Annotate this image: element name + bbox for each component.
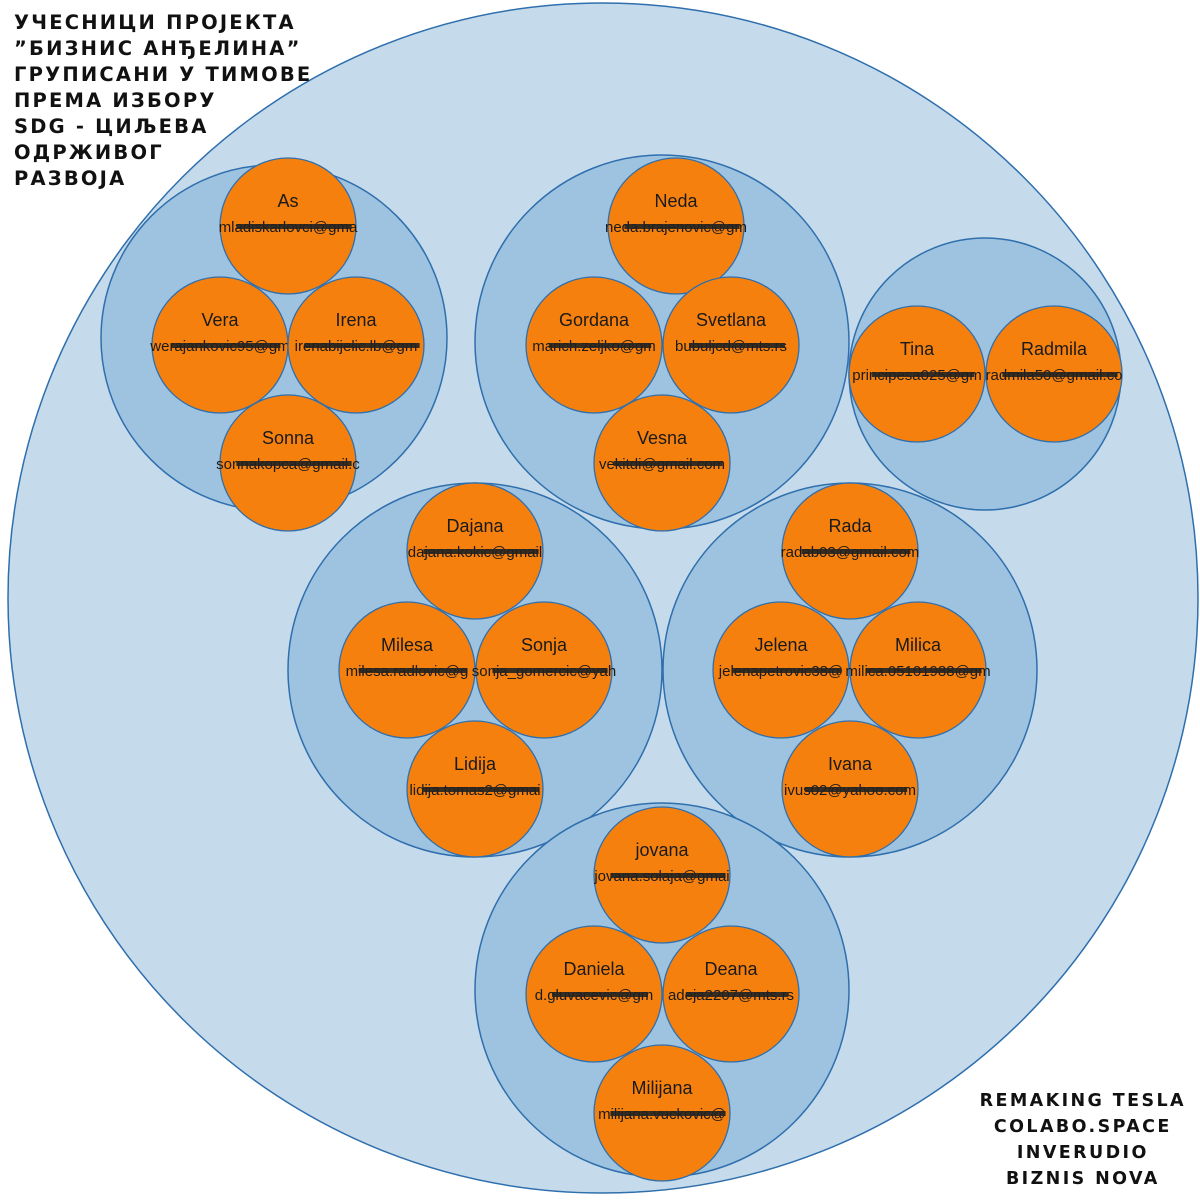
email-redaction-bar — [552, 992, 648, 997]
participant: Verawerajankovic95@gm — [149, 276, 290, 414]
participant-name: Rada — [828, 516, 872, 536]
email-redaction-bar — [610, 873, 726, 878]
participant: Milicamilica.05101988@gm — [845, 601, 991, 739]
email-redaction-bar — [610, 1111, 726, 1116]
credit-line: REMAKING TESLA — [979, 1091, 1186, 1111]
participant: Tinaprincipesa025@gm — [848, 305, 986, 443]
participant: Sonnasonnakopca@gmail.c — [216, 394, 360, 532]
participant: Jelenajelenapetrovic38@ — [712, 601, 850, 739]
participant-name: Neda — [654, 191, 698, 211]
participant: Sonjasonja_gomercic@yah — [472, 601, 616, 739]
participant: Radmilaradmila50@gmail.co — [985, 305, 1123, 443]
title-line: РАЗВОЈА — [14, 167, 127, 190]
email-redaction-bar — [801, 549, 911, 554]
credits-block: REMAKING TESLA COLABO.SPACE INVERUDIO BI… — [980, 1088, 1186, 1192]
participant: Ivanaivus02@yahoo.com — [781, 720, 919, 858]
email-redaction-bar — [866, 668, 982, 673]
participant: jovanajovana.solaja@gmai — [593, 806, 731, 944]
email-redaction-bar — [171, 343, 281, 348]
credit-line: COLABO.SPACE — [993, 1117, 1172, 1137]
title-line: ОДРЖИВОГ — [14, 141, 164, 164]
participant-name: Gordana — [559, 310, 630, 330]
participant-name: Milijana — [631, 1078, 693, 1098]
participant-name: Dajana — [446, 516, 504, 536]
participant: Milijanamilijana.vuckovic@ — [593, 1044, 731, 1182]
credit-line: INVERUDIO — [1016, 1143, 1149, 1163]
email-redaction-bar — [732, 668, 842, 673]
participant-name: Ivana — [828, 754, 873, 774]
participant: Asmladiskarlovci@gma — [219, 157, 358, 295]
participant-name: Daniela — [563, 959, 625, 979]
email-redaction-bar — [804, 787, 908, 792]
email-redaction-bar — [1002, 372, 1118, 377]
participant: Deanaadeja2207@mts.rs — [662, 925, 800, 1063]
participant: Milesamilesa.radlovic@g — [338, 601, 476, 739]
email-redaction-bar — [624, 224, 740, 229]
email-redaction-bar — [871, 372, 975, 377]
participant: Radaradab03@gmail.com — [781, 482, 919, 620]
participant-name: Milica — [895, 635, 942, 655]
participant-name: Sonja — [521, 635, 568, 655]
email-redaction-bar — [685, 992, 789, 997]
title-line: ГРУПИСАНИ У ТИМОВЕ — [14, 63, 313, 86]
participant-name: Deana — [704, 959, 758, 979]
participant-name: Vera — [201, 310, 239, 330]
email-redaction-bar — [613, 461, 723, 466]
title-line: ПРЕМА ИЗБОРУ — [14, 89, 217, 112]
participant-name: jovana — [634, 840, 689, 860]
email-redaction-bar — [548, 343, 652, 348]
email-redaction-bar — [492, 668, 608, 673]
email-redaction-bar — [423, 549, 539, 554]
participant-name: Milesa — [381, 635, 434, 655]
email-redaction-bar — [236, 461, 352, 466]
participant: Irenairenabijelic.lb@gm — [287, 276, 425, 414]
participant: Lidijalidija.tomas2@gmai — [406, 720, 544, 858]
participant: Vesnavekitdi@gmail.com — [593, 394, 731, 532]
participant: Gordanamarich.zeljko@gm — [525, 276, 663, 414]
credit-line: BIZNIS NOVA — [1005, 1169, 1160, 1189]
email-redaction-bar — [423, 787, 539, 792]
email-redaction-bar — [689, 343, 785, 348]
participant-name: Sonna — [262, 428, 315, 448]
participant-name: Radmila — [1021, 339, 1088, 359]
diagram-title: УЧЕСНИЦИ ПРОЈЕКТА ”БИЗНИС АНЂЕЛИНА” ГРУП… — [14, 10, 312, 192]
participant: Dajanadajana.kokic@gmail — [406, 482, 544, 620]
participant-name: Vesna — [637, 428, 688, 448]
participant-name: As — [277, 191, 298, 211]
participant: Danielad.gluvacevic@gm — [525, 925, 663, 1063]
email-redaction-bar — [358, 668, 468, 673]
participant-name: Lidija — [454, 754, 497, 774]
title-line: ”БИЗНИС АНЂЕЛИНА” — [14, 37, 302, 60]
participant: Nedaneda.brajenovic@gm — [605, 157, 747, 295]
participant-name: Jelena — [754, 635, 808, 655]
title-line: SDG - ЦИЉЕВА — [14, 115, 209, 138]
participant-name: Irena — [335, 310, 377, 330]
email-redaction-bar — [304, 343, 420, 348]
participant-name: Svetlana — [696, 310, 767, 330]
participant: Svetlanabubuljcd@mts.rs — [662, 276, 800, 414]
email-redaction-bar — [236, 224, 352, 229]
participant-name: Tina — [900, 339, 935, 359]
title-line: УЧЕСНИЦИ ПРОЈЕКТА — [14, 11, 296, 34]
